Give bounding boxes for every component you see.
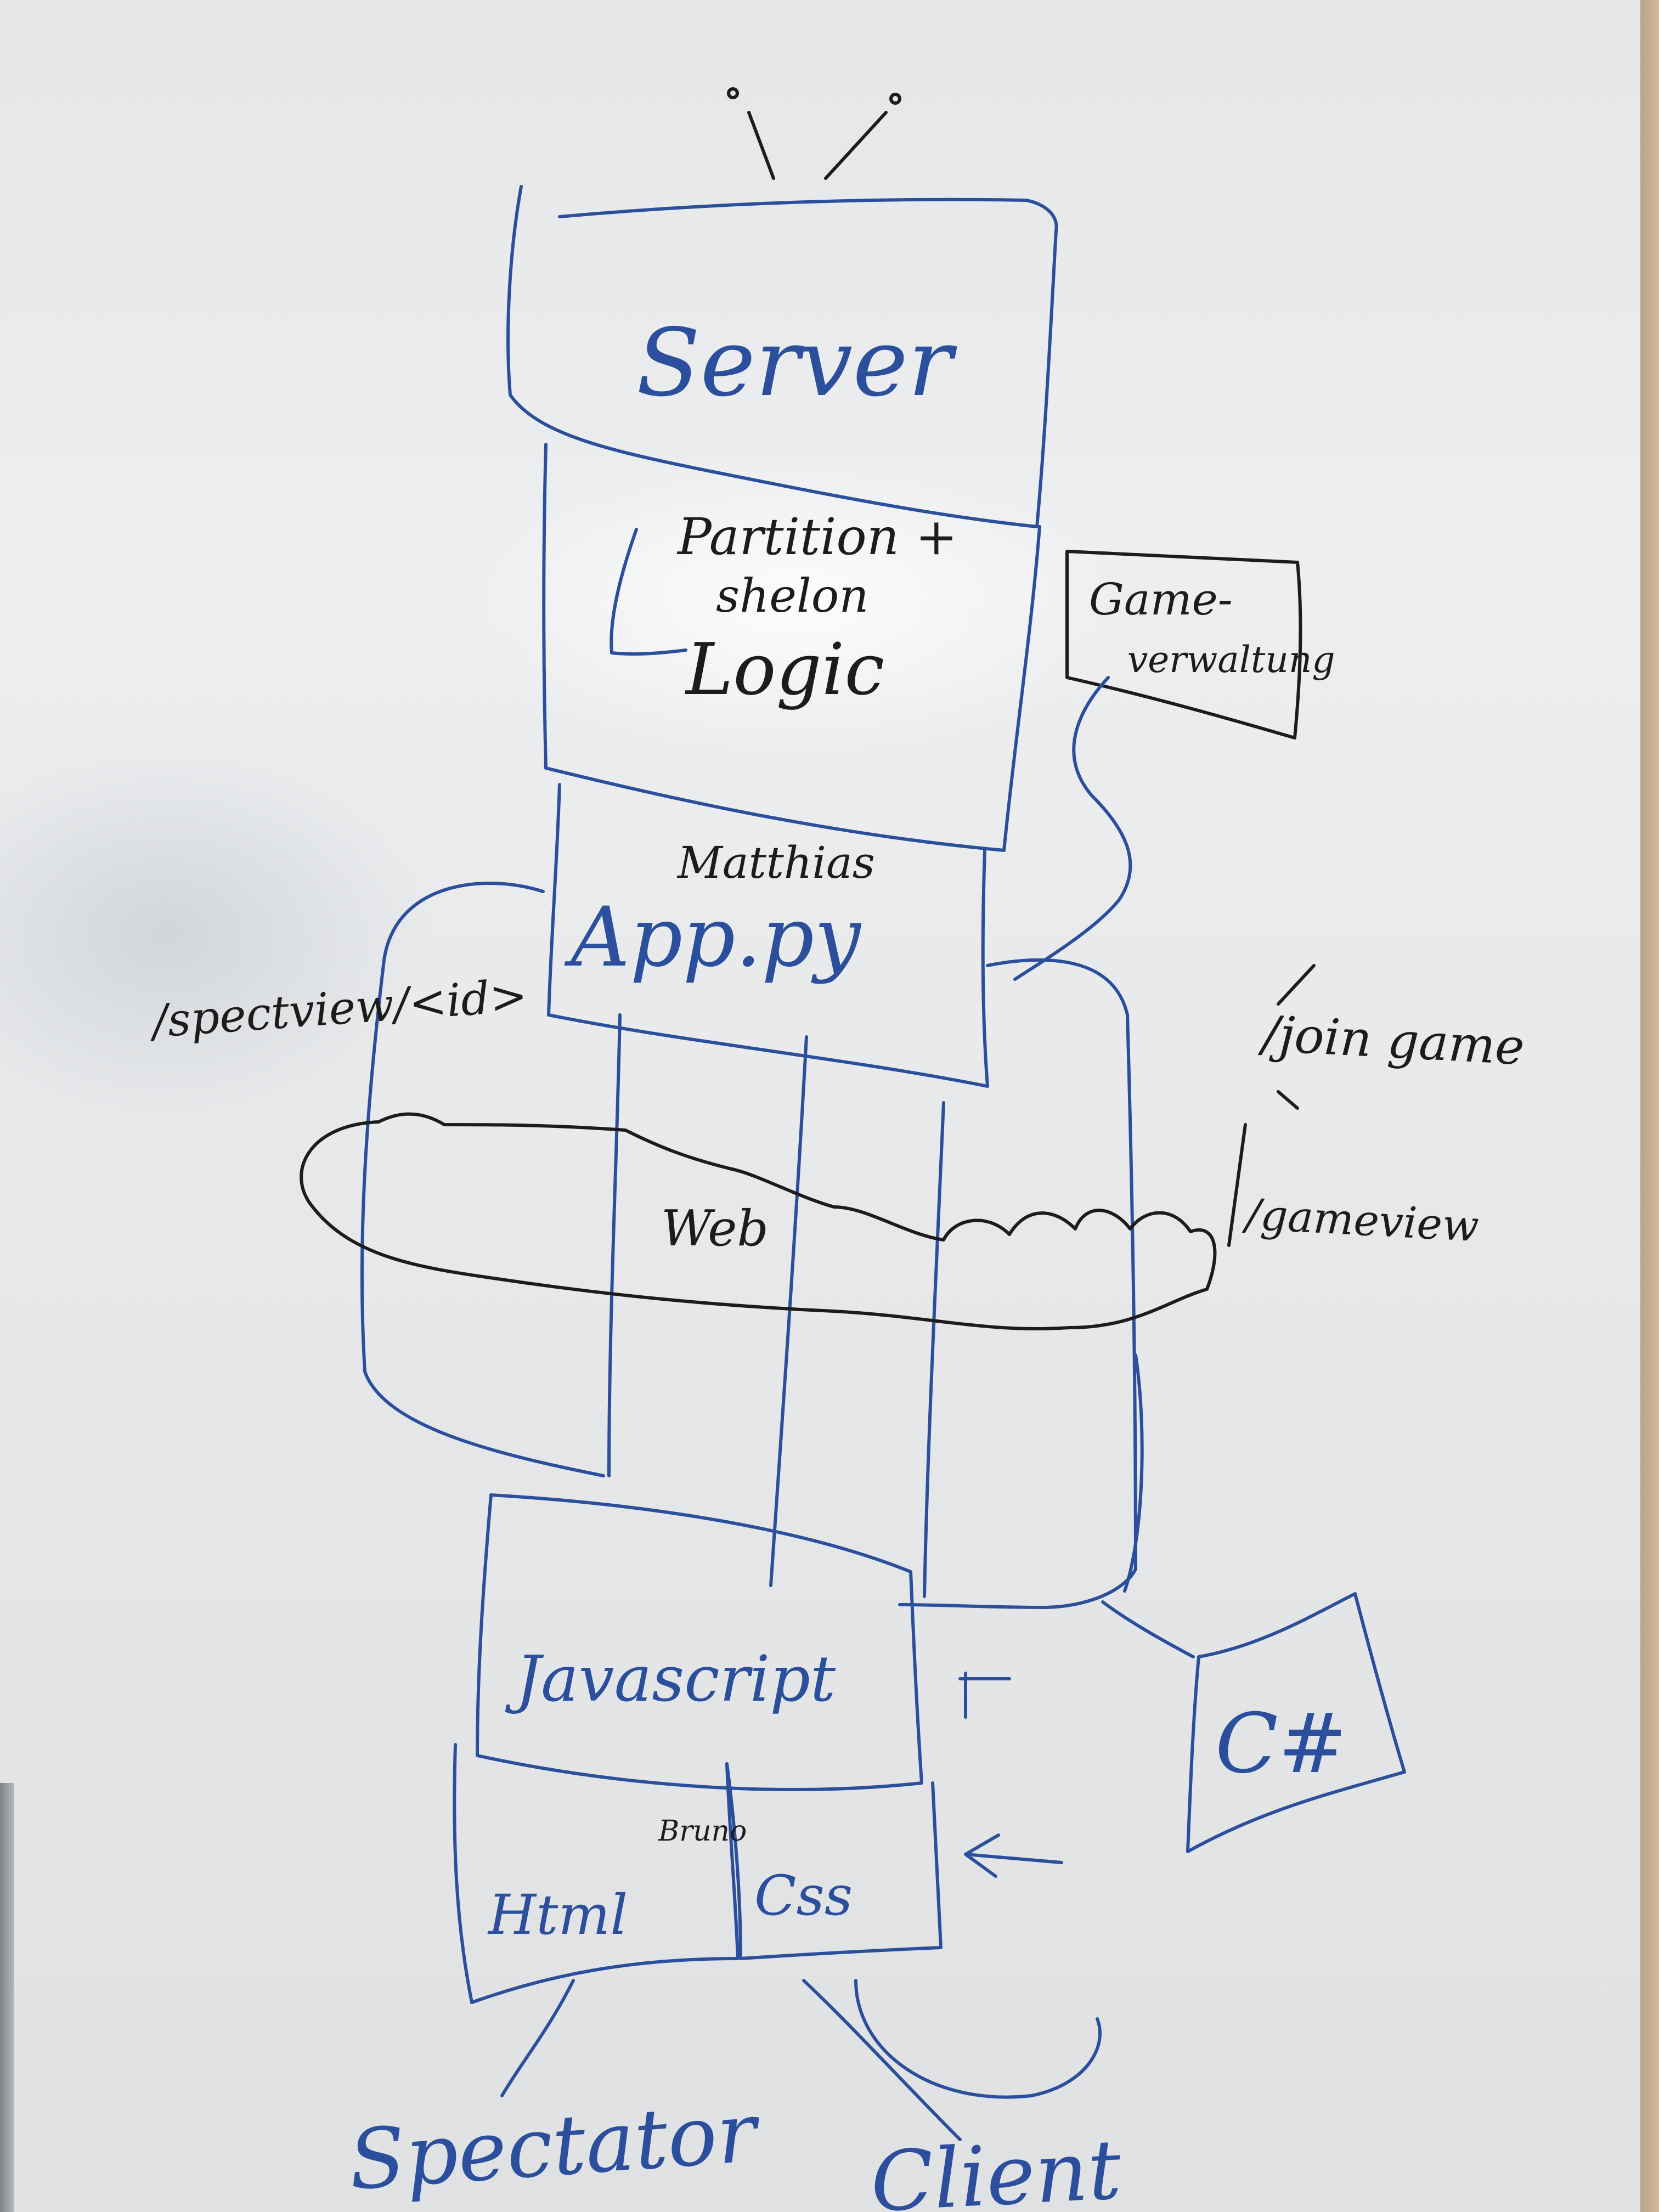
- html-box: [453, 1743, 740, 2004]
- author-label: Matthias: [676, 837, 875, 888]
- csharp-connector: [1101, 1600, 1195, 1658]
- csharp-box: [1186, 1592, 1406, 1853]
- routes-container: [360, 881, 605, 1477]
- route-slash: [1227, 1123, 1247, 1247]
- antenna-icon: [727, 87, 901, 180]
- spectator-label: Spectator: [346, 2085, 764, 2209]
- route-joingame: /join game: [1257, 1005, 1526, 1076]
- web-label: Web: [661, 1200, 769, 1257]
- client-curve: [854, 1979, 1102, 2099]
- spectator-connector: [500, 1979, 575, 2097]
- game-management-box: [1065, 550, 1302, 740]
- route-spectview: /spectview/<id>: [147, 969, 529, 1048]
- whiteboard-frame-left: [0, 1783, 14, 2212]
- javascript-label: Javascript: [505, 1643, 836, 1716]
- javascript-box: [476, 1493, 923, 1791]
- server-label: Server: [636, 309, 957, 417]
- server-box: [506, 185, 1058, 528]
- logic-box: [542, 443, 1041, 852]
- whiteboard-frame-right: [1640, 0, 1659, 2212]
- web-cloud: [300, 1112, 1217, 1331]
- arrow-to-javascript-icon: [958, 1672, 1011, 1719]
- game-box-label-line1: Game-: [1089, 574, 1233, 625]
- css-label: Css: [754, 1864, 853, 1928]
- logic-label-line1: Partition +: [676, 507, 957, 566]
- logic-label-line3: Logic: [685, 628, 884, 711]
- css-box: [725, 1762, 943, 1960]
- client-connector: [802, 1979, 962, 2141]
- logic-label-line2: shelon: [716, 569, 868, 623]
- csharp-label: C#: [1215, 1696, 1347, 1792]
- app-box: [547, 783, 989, 1088]
- small-label: Bruno: [658, 1815, 747, 1848]
- arrow-to-css-icon: [964, 1833, 1063, 1878]
- game-box-connector: [1013, 676, 1132, 981]
- route-gameview: /gameview: [1241, 1190, 1480, 1251]
- game-box-label-line2: verwaltung: [1127, 639, 1335, 681]
- html-label: Html: [487, 1883, 628, 1947]
- client-label: Client: [868, 2122, 1124, 2212]
- route-strokes: [1277, 964, 1316, 1110]
- app-label: App.py: [564, 890, 862, 985]
